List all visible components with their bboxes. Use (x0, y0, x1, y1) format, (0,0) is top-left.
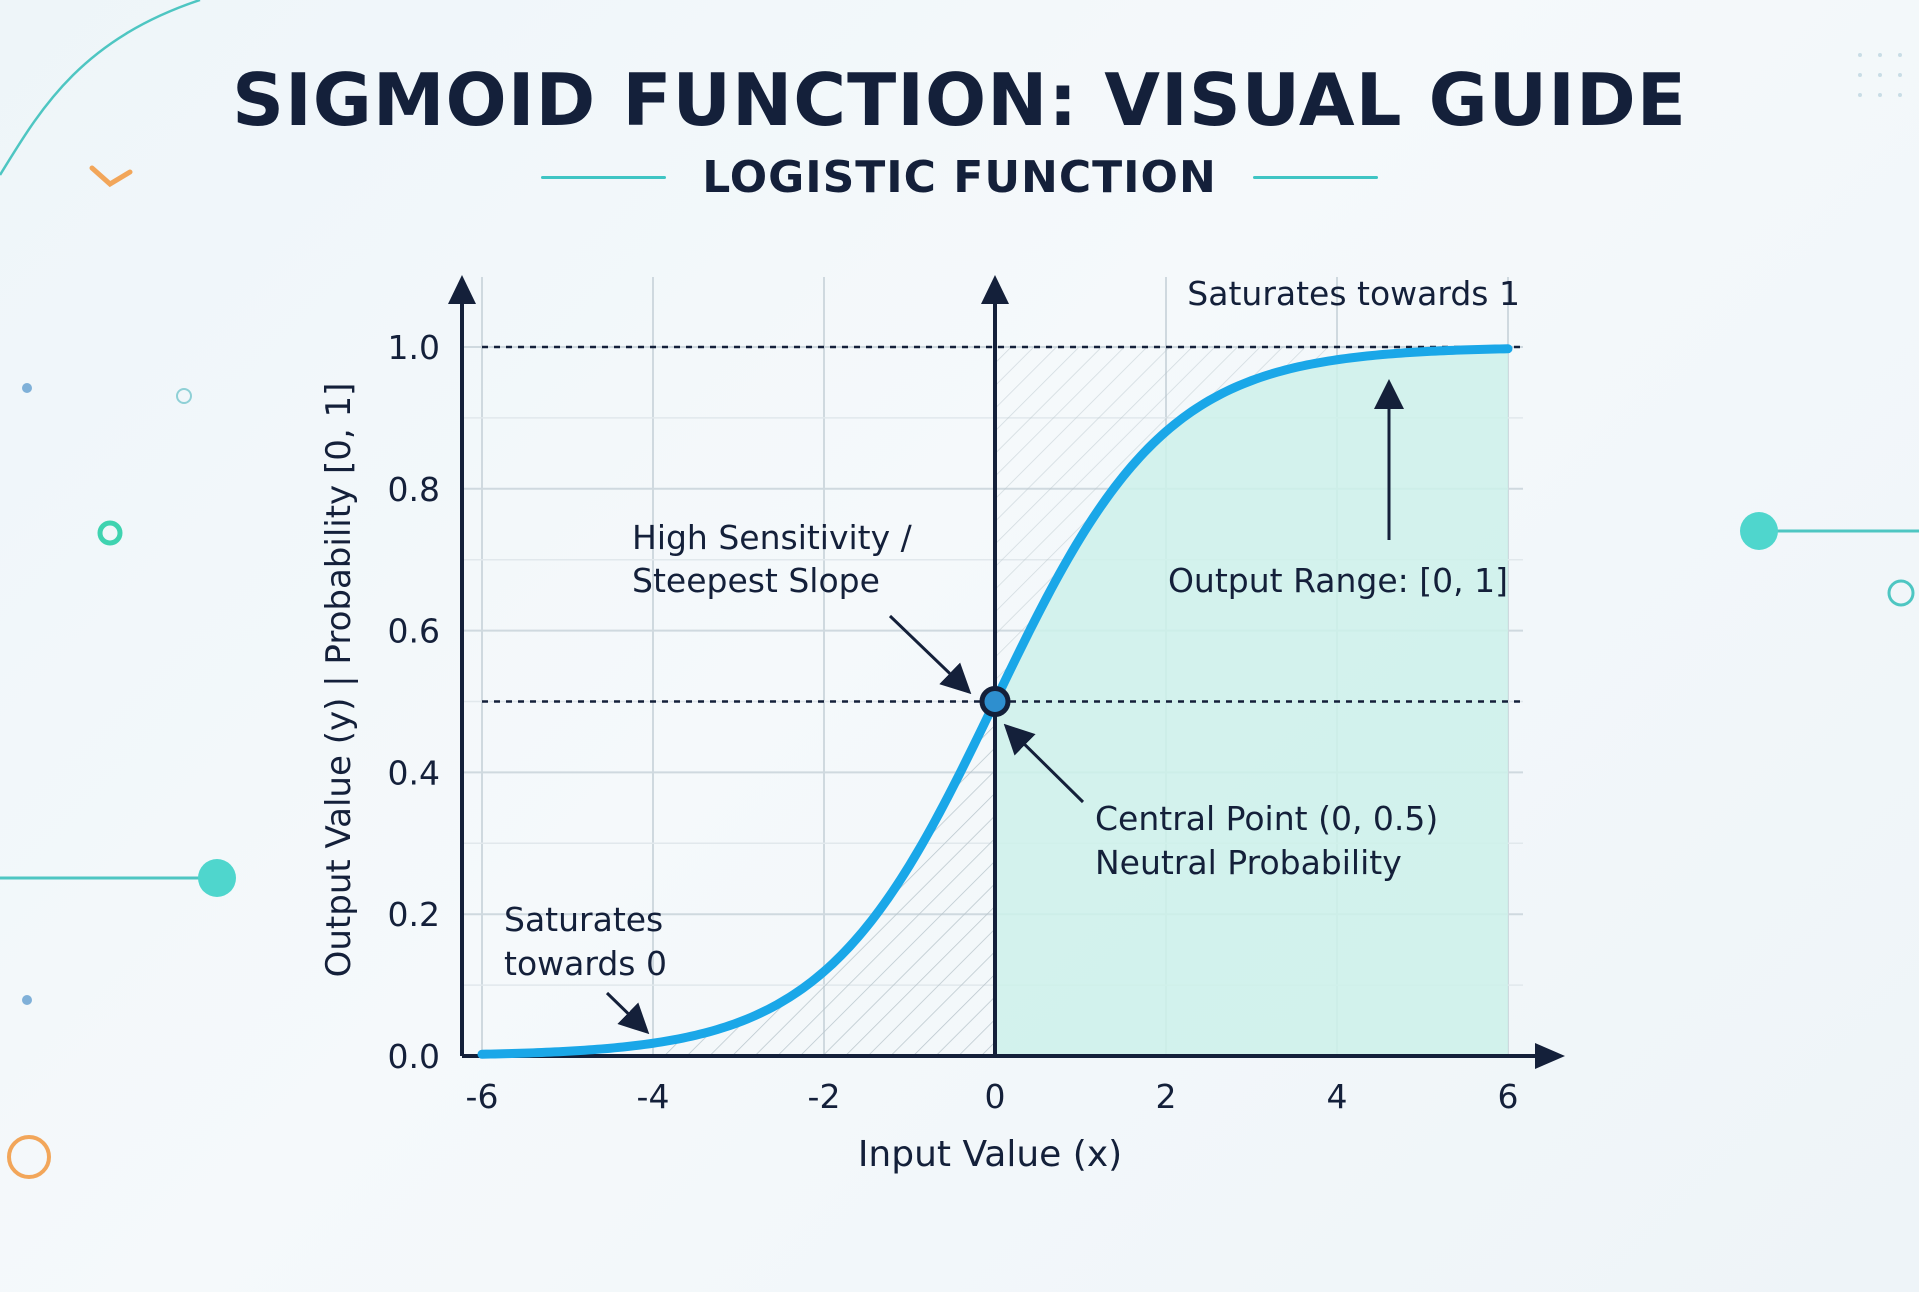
page-title: SIGMOID FUNCTION: VISUAL GUIDE (232, 58, 1687, 142)
subtitle-right-rule (1252, 176, 1378, 179)
zero-axis-arrow (981, 275, 1009, 304)
annotation-output-range: Output Range: [0, 1] (1168, 561, 1508, 600)
corner-swoosh (0, 0, 201, 176)
x-tick-label: 2 (1156, 1077, 1177, 1116)
x-axis-arrow (1535, 1043, 1565, 1069)
right-ring (1887, 579, 1915, 607)
x-tick-label: -6 (466, 1077, 499, 1116)
hatched-area-left (653, 701, 995, 1056)
curve-layer (477, 344, 1513, 1059)
small-dot-lower (22, 995, 32, 1005)
annotation-central-line1: Central Point (0, 0.5) (1095, 799, 1438, 838)
y-tick-label: 1.0 (388, 328, 440, 367)
y-tick-label: 0.4 (388, 753, 440, 792)
y-tick-label: 0.8 (388, 470, 440, 509)
y-axis-arrow (448, 275, 476, 304)
x-tick-label: -2 (808, 1077, 841, 1116)
orange-ring (7, 1135, 51, 1179)
annotation-central-line2: Neutral Probability (1095, 843, 1402, 882)
annotation-saturates-one: Saturates towards 1 (1187, 274, 1520, 313)
annotation-sensitivity-line2: Steepest Slope (632, 561, 880, 600)
arrow-saturates-zero (605, 991, 650, 1035)
axes (448, 275, 1565, 1069)
y-axis-label: Output Value (y) | Probability [0, 1] (319, 383, 359, 978)
annotations: Saturates towards 1 Output Range: [0, 1] H… (504, 274, 1520, 1035)
arrow-central-point (1003, 723, 1085, 804)
molecule-icon (89, 165, 133, 188)
small-dot (22, 383, 32, 393)
x-axis-label: Input Value (x) (858, 1134, 1122, 1175)
right-connector-node (1740, 512, 1778, 550)
x-tick-label: -4 (637, 1077, 670, 1116)
subtitle-row: LOGISTIC FUNCTION (0, 152, 1919, 203)
y-tick-label: 0.2 (388, 895, 440, 934)
annotation-sensitivity-line1: High Sensitivity / (632, 518, 913, 557)
hatched-area-right (995, 347, 1337, 702)
central-point-marker (979, 686, 1011, 717)
subtitle-left-rule (541, 176, 667, 179)
x-tick-label: 4 (1327, 1077, 1348, 1116)
page-subtitle: LOGISTIC FUNCTION (702, 152, 1217, 203)
x-tick-label: 0 (985, 1077, 1006, 1116)
left-connector-node (198, 859, 236, 897)
ring-dot (176, 388, 192, 404)
glow-ring (97, 520, 123, 546)
y-tick-label: 0.6 (388, 612, 440, 651)
dot-grid (1858, 53, 1902, 97)
x-tick-label: 6 (1498, 1077, 1519, 1116)
arrow-sensitivity (888, 614, 972, 695)
annotation-saturates-zero-line2: towards 0 (504, 944, 667, 983)
y-tick-label: 0.0 (388, 1037, 440, 1076)
annotation-saturates-zero-line1: Saturates (504, 900, 663, 939)
